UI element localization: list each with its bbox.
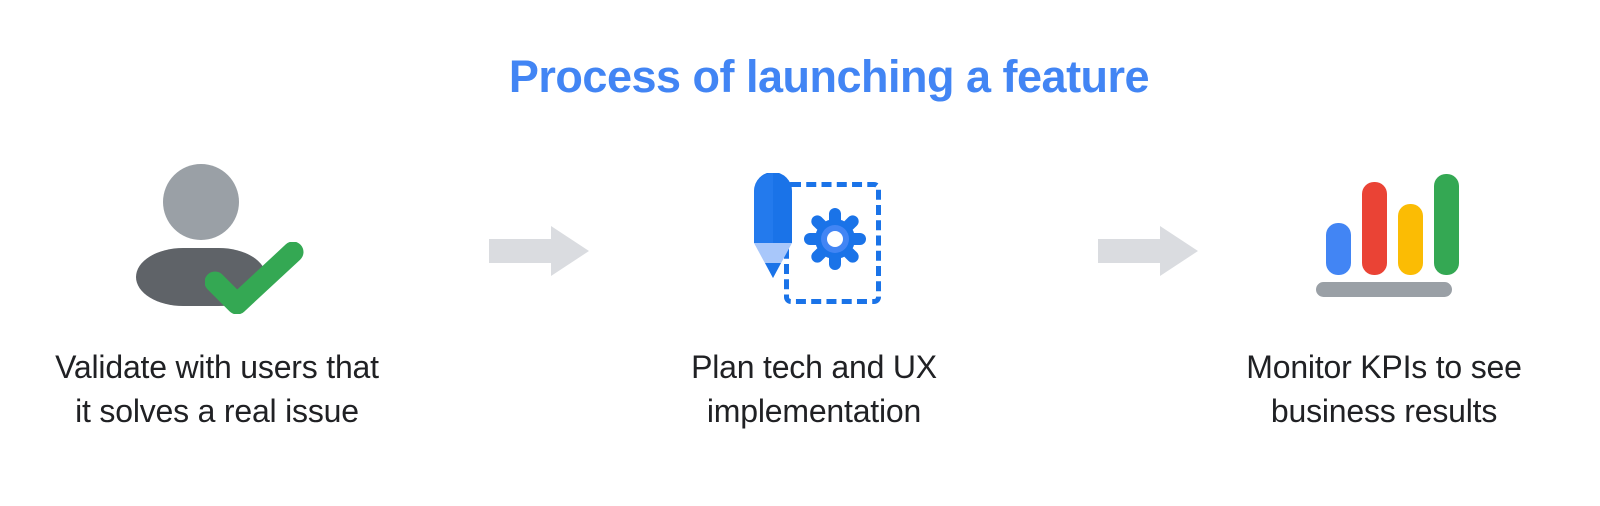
caption-line-1: Validate with users that bbox=[55, 349, 379, 385]
pencil-gear-icon bbox=[734, 150, 894, 315]
arrow-right-icon bbox=[1098, 226, 1198, 276]
pencil-icon bbox=[754, 173, 792, 278]
caption-line-2: it solves a real issue bbox=[75, 392, 359, 429]
step-validate-caption: Validate with users that it solves a rea… bbox=[7, 346, 427, 433]
step-validate: Validate with users that it solves a rea… bbox=[7, 150, 427, 429]
step-monitor: Monitor KPIs to see business results bbox=[1174, 150, 1594, 429]
chart-bar-blue bbox=[1326, 223, 1351, 275]
chart-bar-red bbox=[1362, 182, 1387, 275]
step-monitor-icon-area bbox=[1174, 150, 1594, 325]
caption-line-2: implementation bbox=[706, 392, 922, 429]
person-head-shape bbox=[163, 164, 239, 240]
step-plan-icon-area bbox=[604, 150, 1024, 325]
chart-bar-green bbox=[1434, 174, 1459, 275]
step-monitor-caption: Monitor KPIs to see business results bbox=[1174, 346, 1594, 433]
bar-chart-icon bbox=[1304, 150, 1464, 315]
step-validate-icon-area bbox=[7, 150, 427, 325]
chart-baseline-shape bbox=[1316, 282, 1452, 297]
caption-line-1: Plan tech and UX bbox=[691, 349, 937, 385]
gear-icon bbox=[804, 208, 866, 270]
green-check-icon bbox=[205, 242, 304, 314]
arrow-right-icon bbox=[489, 226, 589, 276]
step-plan: Plan tech and UX implementation bbox=[604, 150, 1024, 429]
caption-line-1: Monitor KPIs to see bbox=[1246, 349, 1522, 385]
step-plan-caption: Plan tech and UX implementation bbox=[604, 346, 1024, 433]
person-check-icon bbox=[127, 150, 307, 315]
chart-bar-yellow bbox=[1398, 204, 1423, 275]
page-title: Process of launching a feature bbox=[508, 51, 1150, 102]
caption-line-2: business results bbox=[1270, 392, 1498, 429]
